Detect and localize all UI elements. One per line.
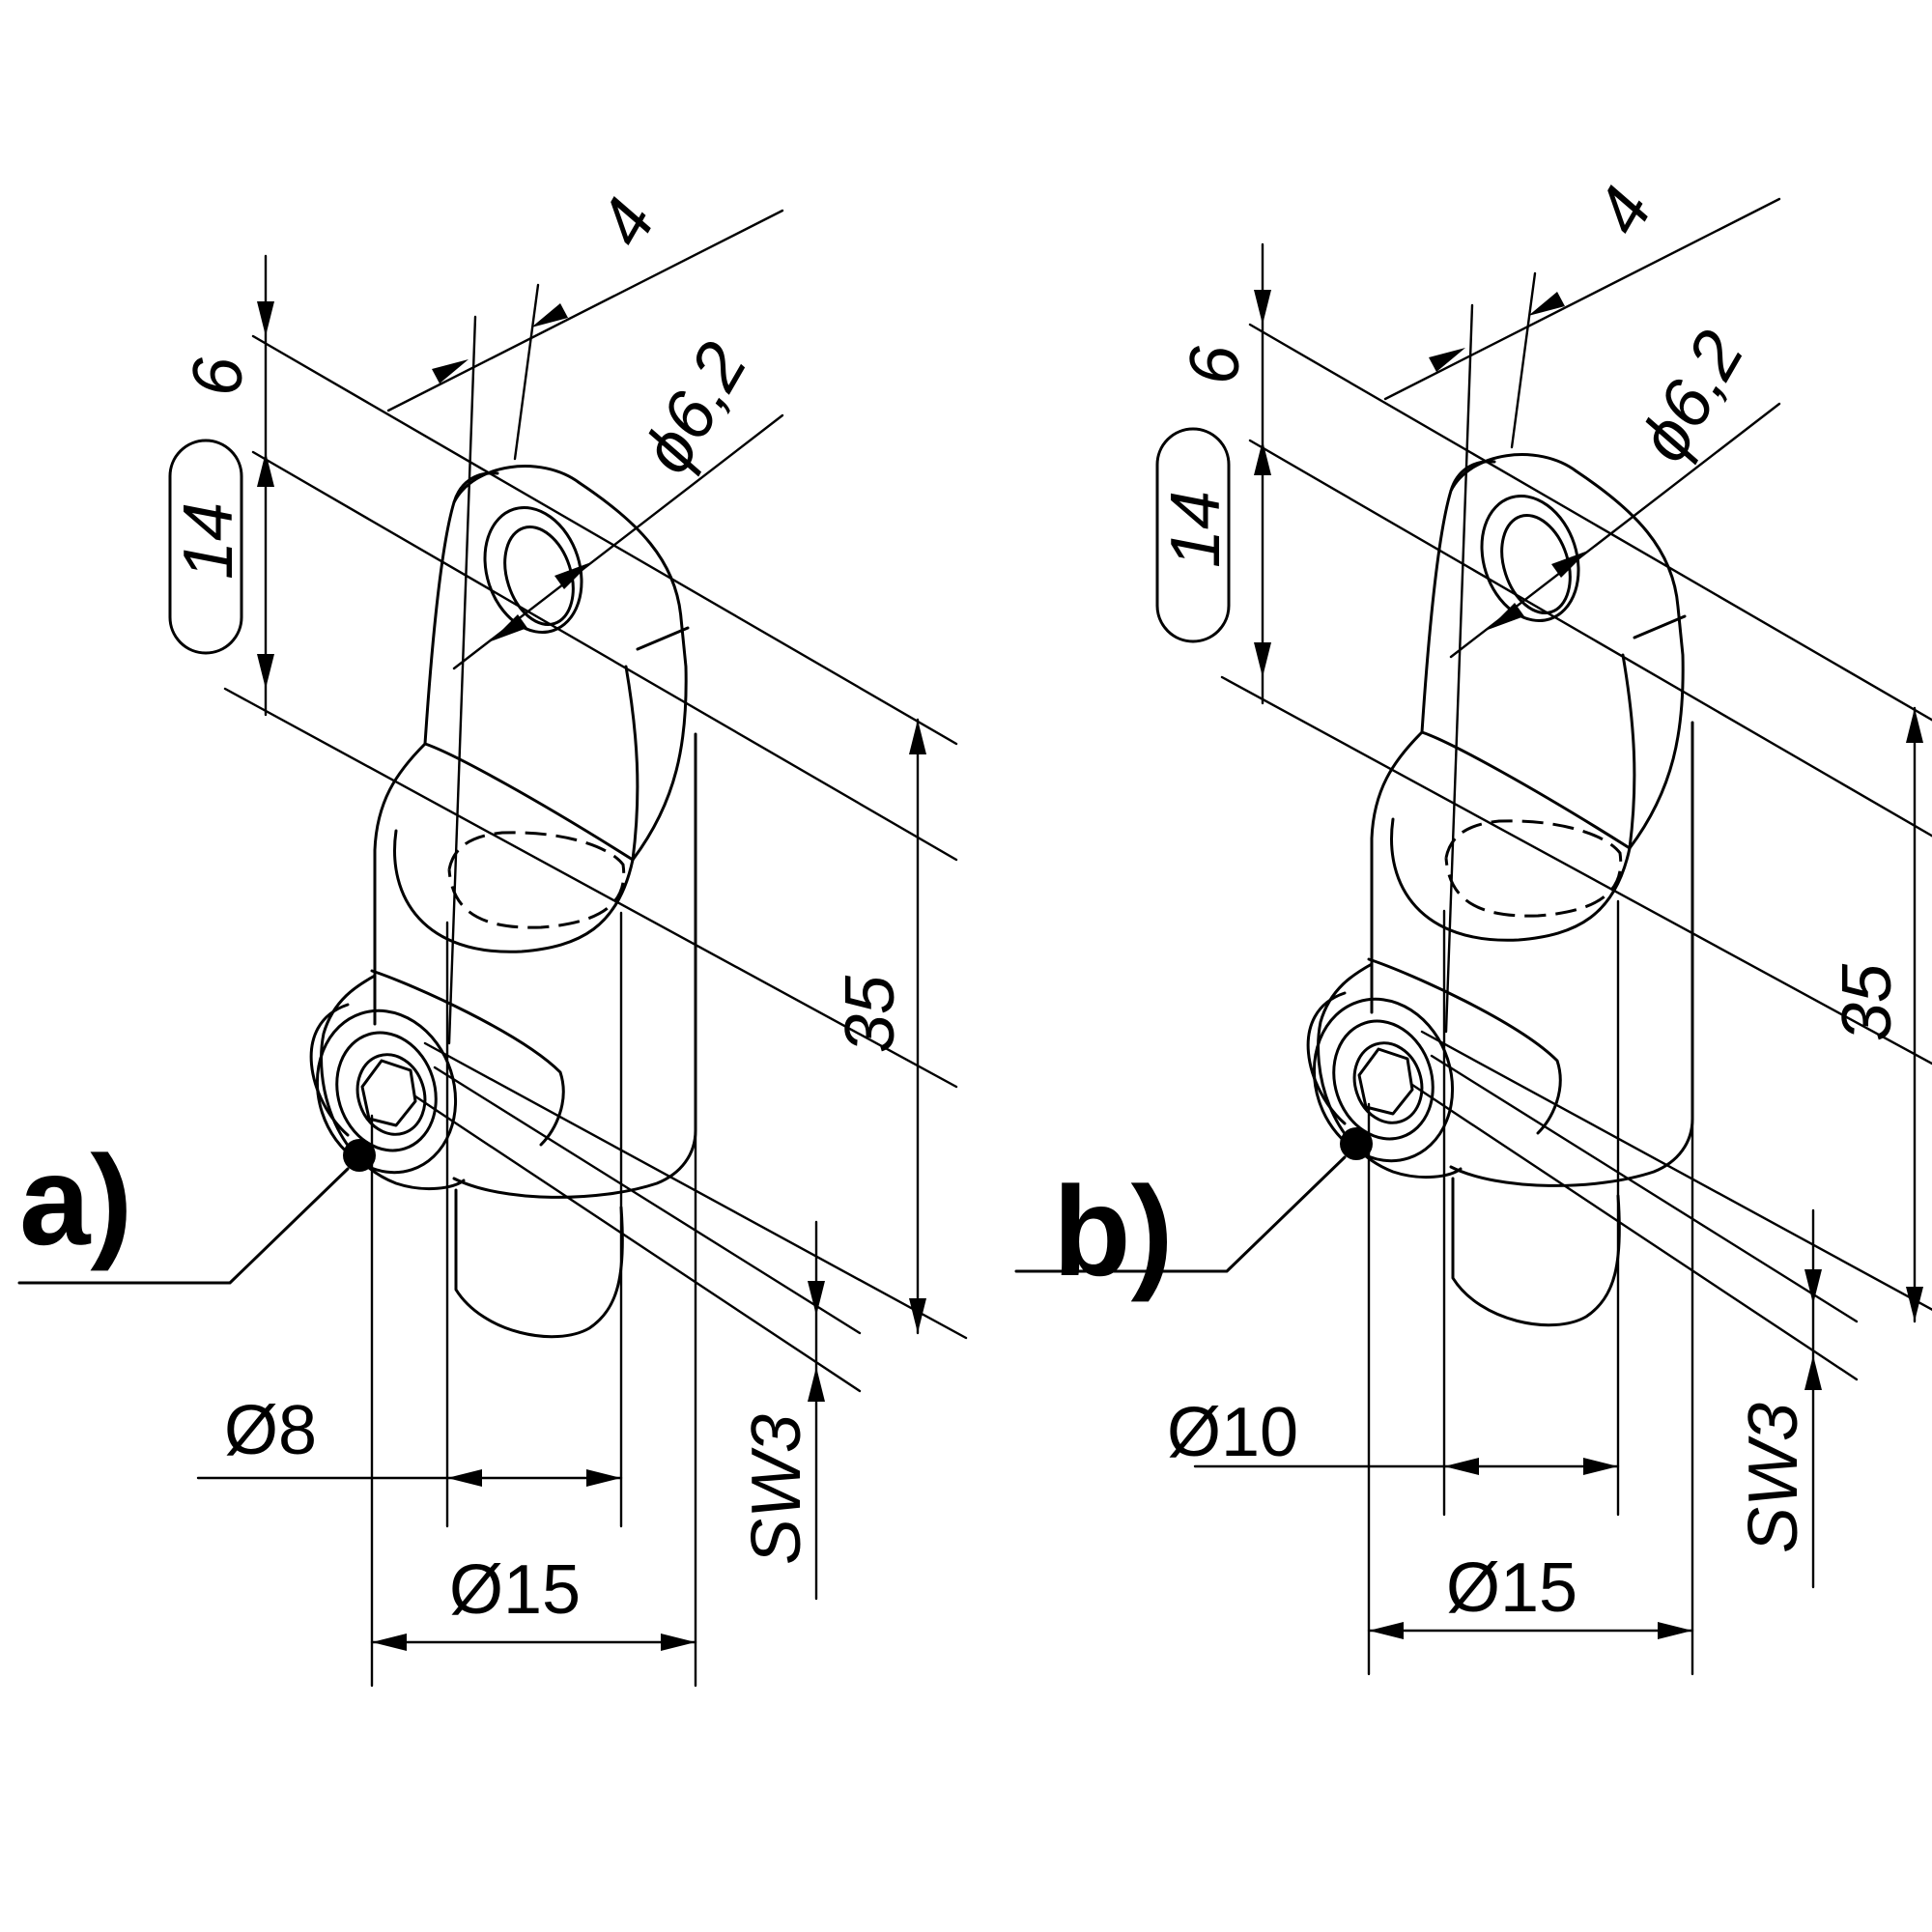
bore-diameter-label: Ø10 <box>1167 1394 1298 1471</box>
reference-dimension-box <box>168 439 243 655</box>
part-view-b: 6 14 4 ϕ6,2 35 SW3 Ø10 Ø15 b) <box>1014 175 1932 1676</box>
bore-diameter-label: Ø8 <box>224 1392 317 1469</box>
overall-length-label: 35 <box>832 975 909 1053</box>
tip-offset-label: 6 <box>1177 345 1254 384</box>
tab-thickness-label: 4 <box>584 186 670 259</box>
body-diameter-label: Ø15 <box>1446 1549 1577 1627</box>
part-view-a: 6 14 4 ϕ6,2 35 SW3 Ø8 Ø15 a) <box>17 186 968 1688</box>
reference-dimension-box <box>1155 427 1231 643</box>
wrench-size-label: SW3 <box>738 1414 815 1565</box>
tip-offset-label: 6 <box>180 356 257 396</box>
variant-label: b) <box>1053 1160 1174 1302</box>
tab-thickness-label: 4 <box>1581 175 1667 247</box>
wrench-size-label: SW3 <box>1735 1403 1812 1553</box>
clevis-eye-drawing-a <box>17 209 968 1688</box>
hole-height-label: 14 <box>1157 491 1235 568</box>
hole-diameter-label: ϕ6,2 <box>1625 319 1759 474</box>
hole-height-label: 14 <box>170 502 247 580</box>
variant-label: a) <box>19 1129 132 1271</box>
body-diameter-label: Ø15 <box>449 1551 581 1629</box>
hole-diameter-label: ϕ6,2 <box>628 330 762 486</box>
overall-length-label: 35 <box>1829 963 1906 1041</box>
